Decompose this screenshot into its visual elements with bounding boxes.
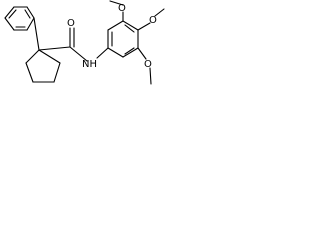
methoxy-groups [109,0,165,85]
methoxy-lower-right-oxygen-label: O [144,59,152,70]
phenyl-ring [4,6,35,31]
cyclopentane-ring [25,17,61,83]
methoxy-upper-right-oxygen-label: O [149,15,157,26]
chemical-structure-diagram: O NH O O O [4,0,165,85]
carbonyl-oxygen-label: O [67,18,75,29]
trimethoxyphenyl-ring [107,20,139,58]
carbonyl-amide-linker [38,27,109,62]
amide-nitrogen-label: NH [82,59,97,70]
methoxy-top-oxygen-label: O [118,3,126,14]
